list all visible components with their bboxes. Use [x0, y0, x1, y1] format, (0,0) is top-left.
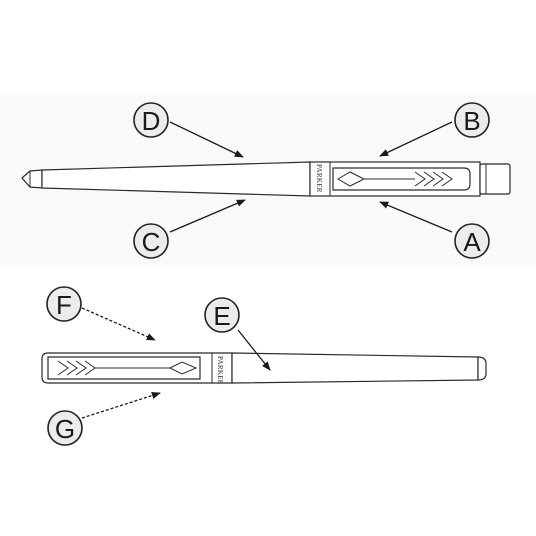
- callout-letter-g: G: [55, 414, 75, 444]
- brand-label-cap: PARKER: [216, 356, 224, 385]
- callout-letter-f: F: [56, 290, 72, 320]
- cap-clip: [47, 356, 201, 380]
- pen-end-bottom: [477, 356, 487, 381]
- callout-b: B: [454, 102, 490, 138]
- pen-end-cap: [479, 163, 511, 195]
- callout-arrows: [81, 121, 453, 419]
- callout-letter-b: B: [463, 106, 480, 136]
- callout-e: E: [204, 297, 240, 333]
- arrow-f: [81, 307, 156, 341]
- arrow-b: [379, 121, 453, 157]
- arrow-d: [169, 121, 244, 158]
- callout-d: D: [133, 102, 169, 138]
- callout-letter-a: A: [463, 227, 481, 257]
- brand-label: PARKER: [315, 164, 323, 193]
- ballpoint-pen: PARKER: [21, 161, 511, 197]
- callout-letter-d: D: [142, 106, 161, 136]
- arrow-a: [379, 201, 453, 233]
- callout-c: C: [133, 223, 169, 259]
- arrow-g: [81, 392, 161, 419]
- callout-f: F: [46, 286, 82, 322]
- callout-g: G: [47, 410, 83, 446]
- callout-a: A: [454, 223, 490, 259]
- callout-letter-e: E: [213, 301, 230, 331]
- pen-clip: [332, 167, 471, 191]
- arrow-e: [237, 329, 271, 371]
- rollerball-pen: PARKER: [41, 352, 487, 385]
- arrow-c: [169, 199, 246, 233]
- callout-letter-c: C: [142, 227, 161, 257]
